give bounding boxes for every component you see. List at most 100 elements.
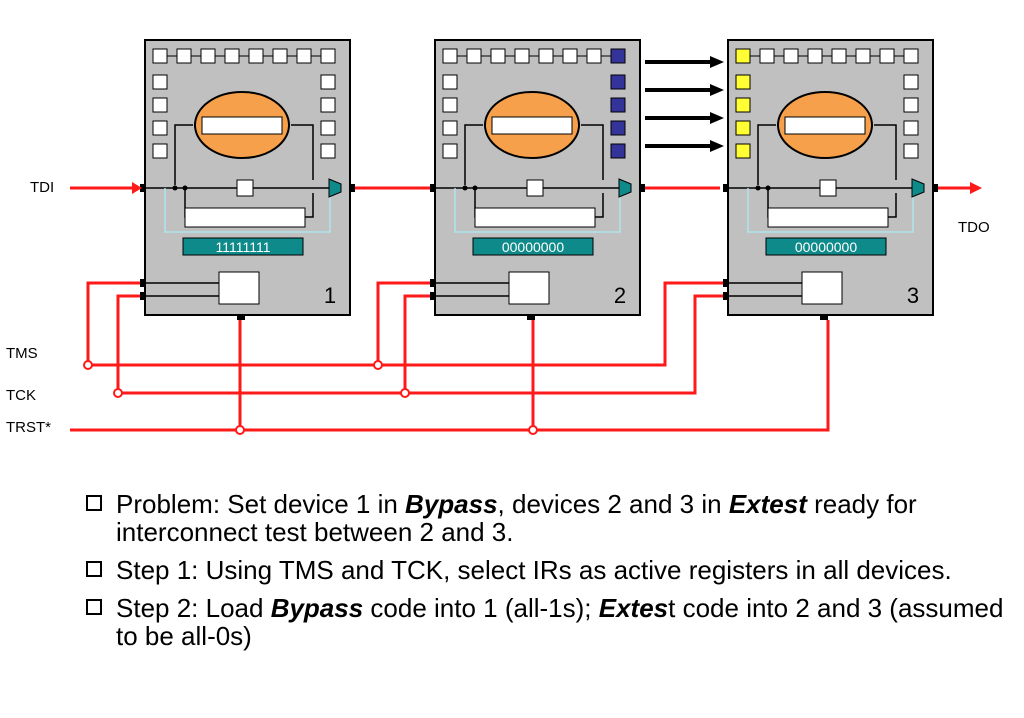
- bullet-item: Step 1: Using TMS and TCK, select IRs as…: [86, 556, 1016, 584]
- bullet-text: , devices 2 and 3 in: [497, 489, 729, 519]
- instruction-register: [182, 237, 304, 256]
- tms-pin: [430, 279, 435, 287]
- tdo-pin: [640, 184, 645, 192]
- emphasized-term: Extes: [598, 593, 669, 623]
- boundary-cell: [200, 48, 216, 64]
- boundary-cell: [610, 120, 626, 136]
- boundary-cell: [490, 48, 506, 64]
- tck-branch-1: [116, 294, 140, 393]
- boundary-cell: [538, 48, 554, 64]
- checkbox-bullet-icon: [86, 495, 102, 511]
- junction-dot: [172, 185, 178, 191]
- boundary-cell: [807, 48, 823, 64]
- boundary-cell: [735, 143, 751, 159]
- device-number: 3: [907, 283, 919, 308]
- tck-pin: [430, 292, 435, 300]
- boundary-cell: [735, 74, 751, 90]
- boundary-cell: [152, 97, 168, 113]
- boundary-cell: [152, 48, 168, 64]
- boundary-cell: [442, 97, 458, 113]
- tdo-pin: [933, 184, 938, 192]
- device-body: [144, 39, 351, 316]
- output-mux: [911, 178, 925, 198]
- core-wire: [174, 124, 193, 185]
- boundary-cell: [855, 48, 871, 64]
- boundary-cell: [466, 48, 482, 64]
- core-wire: [464, 124, 483, 185]
- device-body: [727, 39, 934, 316]
- bullet-item: Problem: Set device 1 in Bypass, devices…: [86, 490, 1016, 546]
- boundary-cell: [442, 74, 458, 90]
- core-wire: [757, 124, 776, 185]
- bypass-register: [526, 179, 544, 197]
- tdi-label: TDI: [30, 179, 54, 196]
- bullet-list: Problem: Set device 1 in Bypass, devices…: [86, 490, 1016, 660]
- boundary-cell: [586, 48, 602, 64]
- boundary-cell: [296, 48, 312, 64]
- checkbox-bullet-icon: [86, 599, 102, 615]
- boundary-cell: [320, 48, 336, 64]
- boundary-cell: [610, 74, 626, 90]
- emphasized-term: Extest: [728, 489, 807, 519]
- tck-label: TCK: [6, 387, 36, 404]
- output-mux: [618, 178, 632, 198]
- device-3: 00000000 3: [723, 39, 938, 320]
- boundary-cell: [514, 48, 530, 64]
- boundary-cell: [320, 120, 336, 136]
- tms-pin: [723, 279, 728, 287]
- device-number: 1: [324, 283, 336, 308]
- core-wire: [291, 124, 314, 180]
- boundary-cell: [442, 143, 458, 159]
- tck-pin: [140, 292, 145, 300]
- core-register: [491, 116, 573, 135]
- boundary-cell: [735, 48, 751, 64]
- boundary-cell: [783, 48, 799, 64]
- boundary-cell: [903, 120, 919, 136]
- ir-value: 00000000: [795, 239, 858, 255]
- boundary-cell: [562, 48, 578, 64]
- boundary-cell: [879, 48, 895, 64]
- boundary-cell: [248, 48, 264, 64]
- trst-pin: [527, 315, 535, 320]
- ir-wire: [164, 188, 331, 233]
- junction-dot: [462, 185, 468, 191]
- tdi-pin: [430, 184, 435, 192]
- tdi-arrow: [132, 182, 142, 194]
- data-register: [184, 207, 306, 228]
- boundary-cell: [610, 48, 626, 64]
- bullet-text: Step 2: Load: [116, 593, 271, 623]
- tms-branch-1: [86, 281, 140, 365]
- tck-branch-2: [403, 294, 430, 393]
- device-body: [434, 39, 641, 316]
- trst-pin: [820, 315, 828, 320]
- wire-junction: [235, 425, 245, 435]
- boundary-cell: [903, 143, 919, 159]
- bullet-item: Step 2: Load Bypass code into 1 (all-1s)…: [86, 594, 1016, 650]
- junction-dot: [755, 185, 761, 191]
- boundary-cell: [152, 120, 168, 136]
- tck-pin: [723, 292, 728, 300]
- boundary-cell: [320, 97, 336, 113]
- tms-pin: [140, 279, 145, 287]
- boundary-cell: [442, 48, 458, 64]
- boundary-cell: [831, 48, 847, 64]
- output-mux: [328, 178, 342, 198]
- ir-value: 11111111: [215, 239, 270, 255]
- interconnect-arrow: [710, 56, 724, 68]
- checkbox-bullet-icon: [86, 561, 102, 577]
- trst-wire: [70, 320, 830, 432]
- interconnect-arrow: [710, 140, 724, 152]
- boundary-cell: [903, 74, 919, 90]
- core-register: [784, 116, 866, 135]
- ir-value: 00000000: [502, 239, 565, 255]
- data-register: [767, 207, 889, 228]
- tms-label: TMS: [6, 345, 38, 362]
- emphasized-term: Bypass: [270, 593, 364, 623]
- wire-junction: [113, 388, 123, 398]
- bullet-text: t code into 2 and 3 (assumed to be all-0…: [116, 593, 1004, 651]
- tap-controller: [801, 271, 843, 305]
- tdo-pin: [350, 184, 355, 192]
